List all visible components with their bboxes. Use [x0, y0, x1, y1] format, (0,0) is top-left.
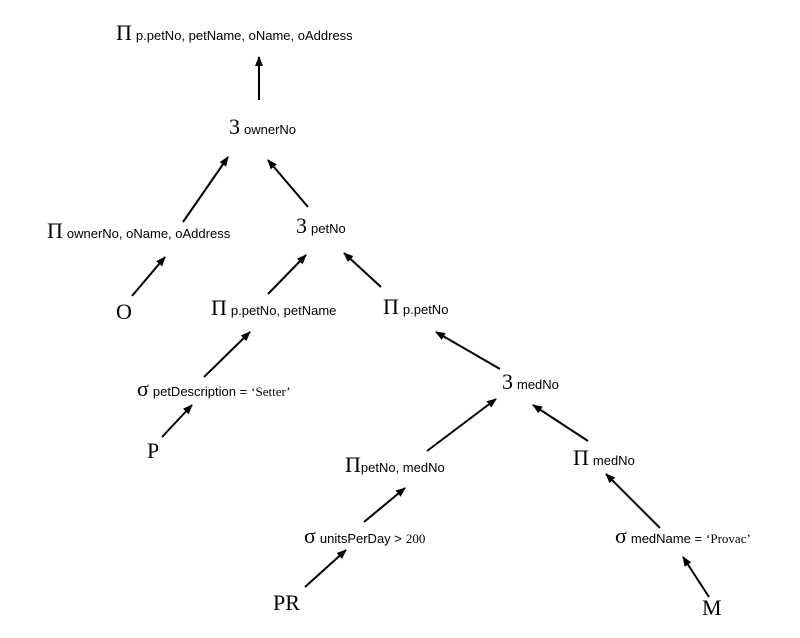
edge-join-pet-to-join-owner — [267, 159, 309, 208]
edge-rel-m-to-sel — [682, 556, 710, 598]
relation-p: P — [147, 438, 160, 463]
edge-proj-med-to-join — [532, 404, 589, 442]
node-join-medno: 3 medNo — [502, 369, 559, 395]
join-attribute: medNo — [517, 377, 559, 392]
selection-value: 200 — [405, 531, 426, 546]
join-symbol: 3 — [229, 114, 240, 139]
projection-attributes: petNo, medNo — [360, 460, 445, 475]
edge-sel-units-to-proj — [363, 487, 406, 523]
node-selection-medname: σ medName = ‘Provac’ — [615, 523, 751, 549]
projection-attributes: p.petNo, petName — [230, 303, 337, 318]
edge-proj-petmed-to-join — [426, 398, 497, 452]
projection-symbol: Π — [573, 445, 589, 470]
selection-condition: petDescription = — [152, 384, 248, 399]
projection-attributes: medNo — [592, 453, 635, 468]
projection-attributes: p.petNo — [402, 302, 449, 317]
edge-join-med-to-proj — [435, 331, 501, 370]
projection-attributes: p.petNo, petName, oName, oAddress — [135, 28, 353, 43]
join-attribute: petNo — [311, 221, 346, 236]
node-projection-top: Π p.petNo, petName, oName, oAddress — [116, 20, 353, 46]
selection-symbol: σ — [137, 376, 149, 401]
projection-symbol: Π — [116, 20, 132, 45]
projection-symbol: Π — [47, 218, 63, 243]
edge-rel-pr-to-sel — [304, 549, 347, 588]
edge-proj-owner-to-join — [182, 156, 229, 223]
selection-value: ‘Provac’ — [706, 531, 751, 546]
selection-value: ‘Setter’ — [251, 384, 291, 399]
projection-symbol: Π — [383, 294, 399, 319]
join-symbol: 3 — [502, 369, 513, 394]
projection-symbol: Π — [211, 295, 227, 320]
join-attribute: ownerNo — [244, 122, 297, 137]
projection-attributes: ownerNo, oName, oAddress — [66, 226, 231, 241]
node-projection-medno: Π medNo — [573, 445, 635, 471]
relation-pr: PR — [273, 590, 300, 615]
node-projection-pet: Π p.petNo, petName — [211, 295, 336, 321]
node-projection-owner: Π ownerNo, oName, oAddress — [47, 218, 230, 244]
node-join-ownerno: 3 ownerNo — [229, 114, 296, 140]
edge-sel-medname-to-proj — [605, 473, 661, 529]
edge-rel-p-to-sel — [161, 404, 193, 438]
projection-symbol: Π — [345, 452, 361, 477]
node-selection-petdescription: σ petDescription = ‘Setter’ — [137, 376, 291, 402]
edge-rel-o-to-proj — [131, 256, 166, 297]
selection-symbol: σ — [615, 523, 627, 548]
node-join-petno: 3 petNo — [296, 213, 346, 239]
join-symbol: 3 — [296, 213, 307, 238]
edge-proj-petno-to-join — [343, 252, 382, 288]
edge-proj-pet-to-join — [267, 254, 307, 295]
selection-condition: unitsPerDay > — [319, 531, 402, 546]
node-selection-unitsperday: σ unitsPerDay > 200 — [304, 523, 425, 549]
relation-m: M — [702, 595, 722, 620]
selection-condition: medName = — [630, 531, 703, 546]
edge-sel-pet-to-proj — [203, 331, 251, 378]
relation-o: O — [116, 299, 132, 324]
node-projection-petno-medno: ΠpetNo, medNo — [345, 452, 445, 478]
node-projection-petno: Π p.petNo — [383, 294, 448, 320]
selection-symbol: σ — [304, 523, 316, 548]
